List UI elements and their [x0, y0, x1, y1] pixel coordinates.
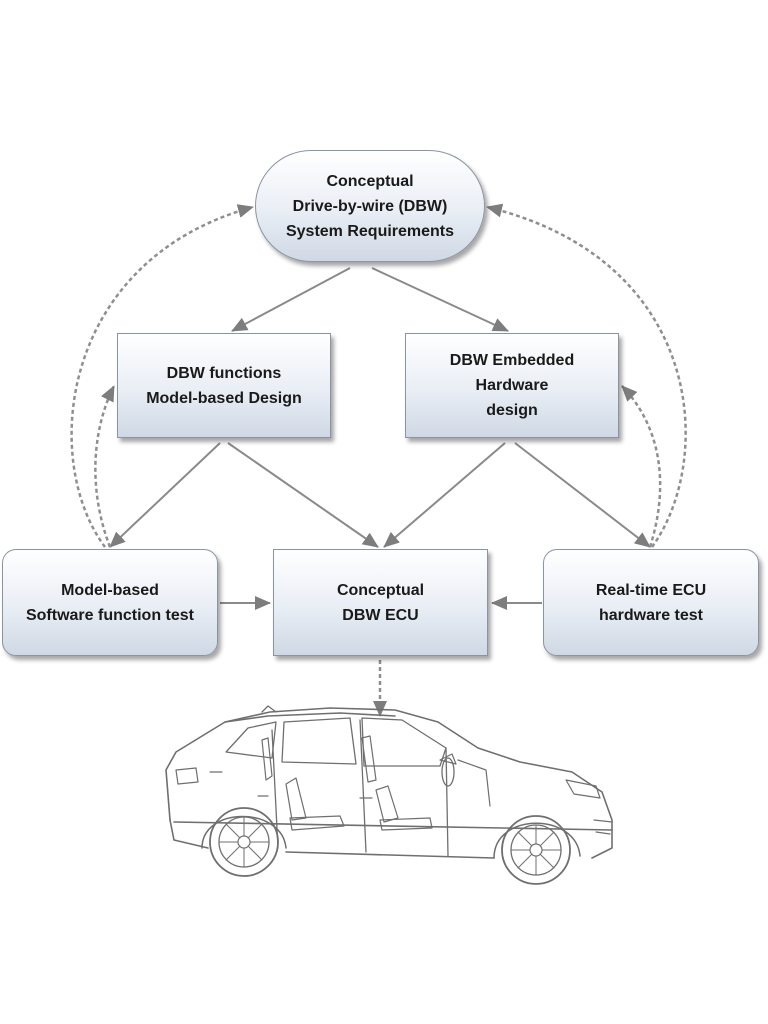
arrow-hardware-to-hwtest [514, 442, 651, 548]
system-requirements-node: Conceptual Drive-by-wire (DBW) System Re… [255, 150, 485, 262]
functions-design-line-1: DBW functions [166, 364, 282, 382]
hardware-design-node: DBW Embedded Hardware design [405, 333, 619, 438]
hardware-test-node: Real-time ECU hardware test [543, 549, 759, 656]
arrow-requirements-to-functions [231, 267, 351, 332]
ecu-line-1: Conceptual [336, 581, 425, 599]
functions-design-line-2: Model-based Design [146, 389, 302, 407]
car-illustration [165, 705, 613, 885]
hardware-design-line-3: design [486, 402, 538, 419]
requirements-line-1: Conceptual [326, 172, 414, 190]
hardware-design-line-2: Hardware [475, 377, 549, 394]
arrow-functions-to-swtest [109, 442, 221, 548]
software-test-line-2: Software function test [25, 606, 194, 624]
functions-design-node: DBW functions Model-based Design [117, 333, 331, 438]
requirements-line-2: Drive-by-wire (DBW) [292, 197, 448, 215]
software-test-line-1: Model-based [61, 581, 159, 599]
feedback-hwtest-to-hardware [621, 385, 662, 548]
hardware-design-line-1: DBW Embedded [449, 352, 575, 369]
hardware-test-line-1: Real-time ECU [595, 581, 707, 599]
feedback-hwtest-to-requirements [486, 203, 687, 548]
requirements-line-3: System Requirements [285, 222, 455, 240]
software-test-node: Model-based Software function test [2, 549, 218, 656]
dbw-ecu-node: Conceptual DBW ECU [273, 549, 488, 656]
arrow-requirements-to-hardware [371, 267, 509, 332]
feedback-swtest-to-functions [94, 385, 116, 548]
feedback-swtest-to-requirements [70, 204, 254, 548]
arrow-functions-to-ecu [227, 442, 379, 548]
ecu-line-2: DBW ECU [342, 606, 419, 624]
hardware-test-line-2: hardware test [598, 606, 704, 624]
arrow-hardware-to-ecu [383, 442, 506, 548]
